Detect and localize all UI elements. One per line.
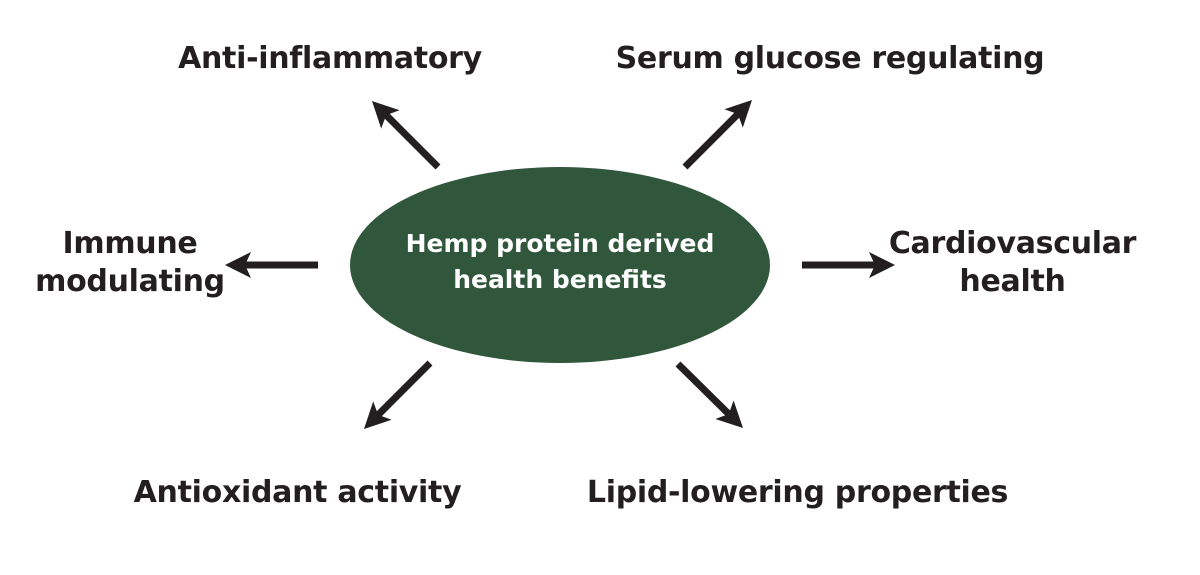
arrow-shaft-serum-glucose xyxy=(682,111,741,170)
benefit-label-line: health xyxy=(959,264,1066,299)
arrow-head-cardiovascular xyxy=(869,252,895,278)
arrow-shaft-lipid xyxy=(675,361,732,417)
arrow-head-antioxidant xyxy=(364,401,392,429)
benefit-cardiovascular-health: Cardiovascular health xyxy=(880,225,1145,301)
arrow-shaft-anti-inflammatory xyxy=(383,112,441,170)
benefit-label-line: Anti-inflammatory xyxy=(178,41,482,76)
benefit-label-line: Immune xyxy=(62,226,198,261)
arrow-head-immune xyxy=(225,252,251,278)
benefit-immune-modulating: Immune modulating xyxy=(20,225,240,301)
benefit-label-line: modulating xyxy=(35,264,225,299)
arrow-head-serum-glucose xyxy=(724,100,752,128)
arrow-head-lipid xyxy=(715,400,743,428)
center-ellipse xyxy=(350,167,770,363)
center-label-line-1: Hemp protein derived xyxy=(405,229,715,258)
benefit-antioxidant-activity: Antioxidant activity xyxy=(125,474,470,512)
center-label: Hemp protein derived health benefits xyxy=(350,226,770,298)
benefit-anti-inflammatory: Anti-inflammatory xyxy=(170,40,490,78)
arrow-head-anti-inflammatory xyxy=(372,101,400,129)
benefit-label-line: Serum glucose regulating xyxy=(615,41,1045,76)
center-label-line-2: health benefits xyxy=(453,265,667,294)
benefit-lipid-lowering-properties: Lipid-lowering properties xyxy=(580,474,1015,512)
benefit-label-line: Lipid-lowering properties xyxy=(586,475,1009,510)
benefit-label-line: Antioxidant activity xyxy=(133,475,462,510)
arrows-group xyxy=(225,100,895,429)
arrow-shaft-antioxidant xyxy=(375,360,433,418)
benefit-serum-glucose-regulating: Serum glucose regulating xyxy=(615,40,1045,78)
benefit-label-line: Cardiovascular xyxy=(888,226,1137,261)
